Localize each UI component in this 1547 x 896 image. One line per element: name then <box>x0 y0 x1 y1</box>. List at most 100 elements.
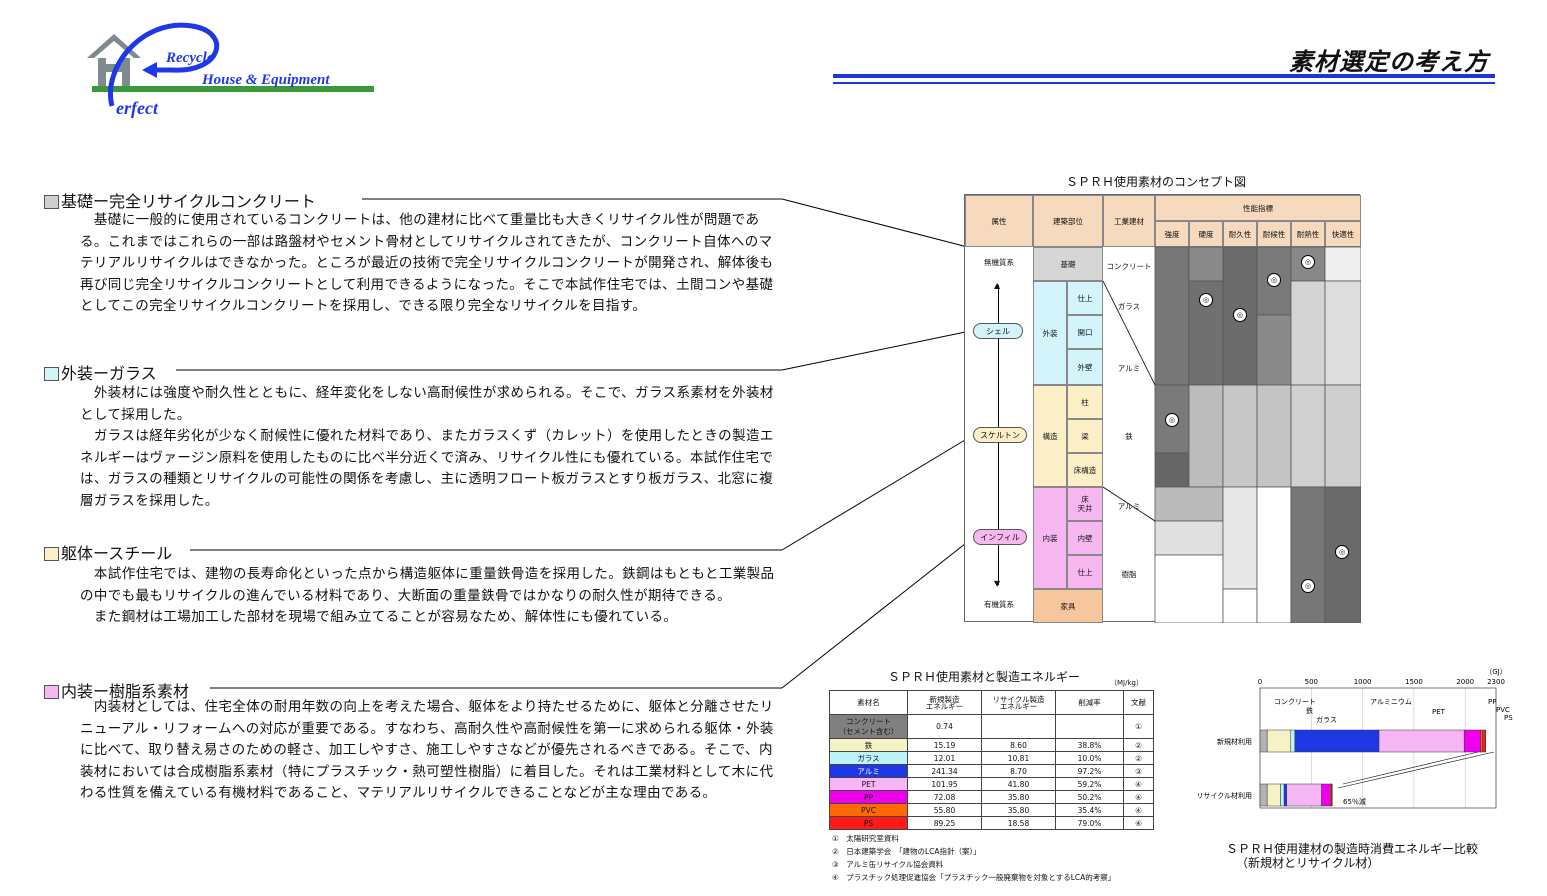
section-heading-interior: 内装ー樹脂系素材 <box>44 678 189 702</box>
header-col: 耐候性 <box>1257 221 1291 247</box>
tick-label: 2300 <box>1487 678 1505 686</box>
section-body-foundation: 基礎に一般的に使用されているコンクリートは、他の建材に比べて重量比も大きくリサイ… <box>80 212 774 315</box>
part: 内壁 <box>1067 521 1103 555</box>
category-label: リサイクル材利用 <box>1196 791 1252 800</box>
series-label: アルミニウム <box>1370 698 1412 706</box>
section-body-interior: 内装材としては、住宅全体の耐用年数の向上を考えた場合、躯体をより持たせるために、… <box>80 699 774 802</box>
group-interior: 内装 <box>1033 487 1067 589</box>
tick-label: 1000 <box>1354 678 1372 686</box>
bar-segment <box>1294 729 1380 753</box>
category-label: 新規材利用 <box>1217 737 1252 746</box>
series-label: PS <box>1504 714 1513 722</box>
mark-icon: ◎ <box>1301 255 1315 269</box>
organic-label: 有機質系 <box>984 600 1014 609</box>
series-label: 鉄 <box>1306 706 1313 715</box>
energy-title: ＳＰＲＨ使用素材と製造エネルギー <box>888 670 1081 684</box>
page-title: 素材選定の考え方 <box>1289 48 1489 76</box>
series-label: PP <box>1488 698 1496 706</box>
part: 柱 <box>1067 385 1103 419</box>
th: リサイクル製造 エネルギー <box>981 690 1056 715</box>
series-label: PVC <box>1496 706 1510 714</box>
compare-line <box>1342 751 1479 785</box>
header-part: 建築部位 <box>1033 195 1103 247</box>
bar-segment <box>1283 783 1287 807</box>
section-heading-foundation: 基礎ー完全リサイクルコンクリート <box>44 188 316 212</box>
color-square <box>44 367 59 381</box>
bar-segment <box>1480 729 1483 753</box>
mark-icon: ◎ <box>1165 413 1179 427</box>
material-aluminum: アルミ <box>1117 364 1141 373</box>
part: 開口 <box>1067 315 1103 349</box>
mark-icon: ◎ <box>1199 293 1213 307</box>
material-resin: 樹脂 <box>1121 570 1137 579</box>
header-col: 耐久性 <box>1223 221 1257 247</box>
concept-title: ＳＰＲＨ使用素材のコンセプト図 <box>1066 175 1247 189</box>
material-steel: 鉄 <box>1125 432 1133 441</box>
part: 床構造 <box>1067 453 1103 487</box>
mark-icon: ◎ <box>1233 308 1247 322</box>
th: 新規製造 エネルギー <box>907 690 982 715</box>
part: 床 天井 <box>1067 487 1103 521</box>
energy-unit: （MJ/kg） <box>1110 679 1143 687</box>
title-rule <box>833 82 1495 84</box>
tick-label: 2000 <box>1456 678 1474 686</box>
energy-table: 素材名 新規製造 エネルギー リサイクル製造 エネルギー 削減率 文献 コンクリ… <box>829 690 1154 830</box>
header-col: 強度 <box>1155 221 1189 247</box>
part: 仕上 <box>1067 281 1103 315</box>
chart-subtitle: （新規材とリサイクル材） <box>1236 856 1380 870</box>
tick-label: 0 <box>1258 678 1262 686</box>
bar-segment <box>1290 729 1296 753</box>
axis-unit: （GJ） <box>1485 668 1507 676</box>
concept-diagram: 属性 建築部位 工業建材 性能指標 強度 硬度 耐久性 耐候性 耐熱性 快適性 … <box>964 194 1361 623</box>
bar-segment <box>1266 783 1281 807</box>
header-col: 快適性 <box>1325 221 1361 247</box>
bar-segment <box>1266 729 1292 753</box>
series-label: コンクリート <box>1274 698 1316 706</box>
group-furniture: 家具 <box>1033 589 1103 623</box>
th: 削減率 <box>1055 690 1124 715</box>
part: 外壁 <box>1067 349 1103 385</box>
logo-line3: erfect <box>116 98 159 118</box>
compare-line <box>1337 751 1495 789</box>
tick-label: 1500 <box>1405 678 1423 686</box>
material-aluminum: アルミ <box>1117 502 1141 511</box>
bar-segment <box>1482 729 1486 753</box>
section-body-exterior: 外装材には強度や耐久性とともに、経年変化をしない高耐候性が求められる。そこで、ガ… <box>80 385 774 509</box>
color-square <box>44 685 59 699</box>
header-col: 耐熱性 <box>1291 221 1325 247</box>
bar-segment <box>1378 729 1465 753</box>
title-rule <box>833 74 1495 78</box>
group-structure: 構造 <box>1033 385 1067 487</box>
material-concrete: コンクリート <box>1106 262 1152 271</box>
oval-infill: インフィル <box>973 529 1027 545</box>
group-exterior: 外装 <box>1033 281 1067 385</box>
mark-icon: ◎ <box>1267 273 1281 287</box>
logo: Recycle House & Equipment erfect <box>87 22 374 118</box>
series-label: PET <box>1432 708 1446 716</box>
performance-grid <box>1102 246 1361 623</box>
bar-segment <box>1286 783 1322 807</box>
color-square <box>44 547 59 561</box>
bar-segment <box>1463 729 1481 753</box>
inorganic-label: 無機質系 <box>984 258 1014 267</box>
header-attr: 属性 <box>965 195 1033 247</box>
bar-segment <box>1259 783 1268 807</box>
material-glass: ガラス <box>1117 302 1141 311</box>
logo-line1: Recycle <box>165 50 214 66</box>
bar-segment <box>1331 783 1333 807</box>
header-col: 硬度 <box>1189 221 1223 247</box>
th: 素材名 <box>829 690 908 715</box>
arrow-down-icon: ▼ <box>994 579 1001 588</box>
header-material: 工業建材 <box>1103 195 1155 247</box>
header-performance: 性能指標 <box>1155 195 1361 221</box>
section-heading-exterior: 外装ーガラス <box>44 360 157 384</box>
bar-segment <box>1321 783 1331 807</box>
